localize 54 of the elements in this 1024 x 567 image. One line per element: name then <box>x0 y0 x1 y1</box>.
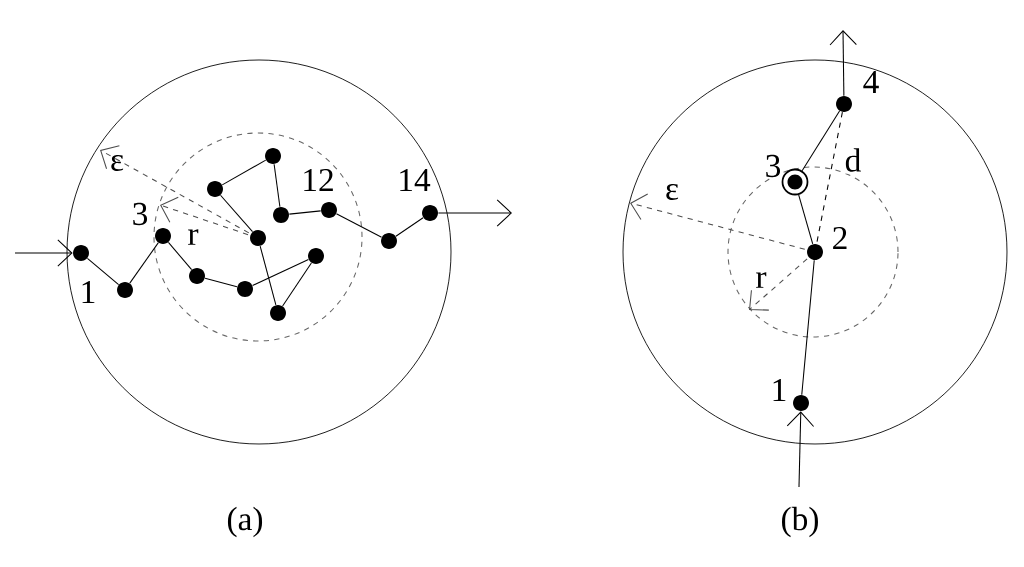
panel-caption: (b) <box>782 506 818 538</box>
edge-label: d <box>842 146 864 174</box>
line <box>801 259 815 396</box>
ringed-dot <box>781 168 809 196</box>
dot <box>250 230 266 246</box>
arrow <box>786 411 815 488</box>
dot <box>836 96 852 112</box>
dot <box>73 245 89 261</box>
dot <box>422 205 438 221</box>
dimension-label: ε <box>666 183 679 201</box>
dimension-label: ε <box>111 154 124 172</box>
dot <box>308 248 324 264</box>
point-number: 1 <box>82 281 95 303</box>
dot <box>207 181 223 197</box>
dot <box>270 305 286 321</box>
line <box>129 242 159 284</box>
point-number: 3 <box>766 154 781 178</box>
point-number: 3 <box>133 202 148 226</box>
point-number: 4 <box>863 71 879 93</box>
line <box>395 217 424 237</box>
line <box>167 241 193 271</box>
dot <box>273 207 289 223</box>
line <box>220 194 254 233</box>
line <box>204 277 238 288</box>
point-number: 14 <box>400 169 431 191</box>
dot <box>321 202 337 218</box>
line <box>798 194 814 245</box>
dot <box>117 282 133 298</box>
line <box>259 245 277 306</box>
dot <box>189 268 205 284</box>
dot <box>265 148 281 164</box>
point-number: 1 <box>773 379 786 401</box>
panel-caption: (a) <box>227 506 263 538</box>
dot <box>155 228 171 244</box>
dashed-line <box>816 111 843 245</box>
dot <box>381 233 397 249</box>
dimension-label: r <box>756 272 767 288</box>
dot <box>237 281 253 297</box>
line <box>282 262 312 307</box>
dot <box>793 395 809 411</box>
dimension-label: r <box>188 229 199 245</box>
arrow <box>829 30 857 97</box>
arrow <box>14 239 73 267</box>
line <box>86 257 120 286</box>
line <box>335 213 383 238</box>
point-number: 12 <box>304 168 333 192</box>
point-number: 2 <box>833 226 847 250</box>
line <box>801 110 841 172</box>
line <box>288 210 322 215</box>
line <box>273 163 281 208</box>
line <box>252 259 309 286</box>
arrow <box>437 199 512 227</box>
dot <box>807 244 823 260</box>
line <box>221 159 267 186</box>
